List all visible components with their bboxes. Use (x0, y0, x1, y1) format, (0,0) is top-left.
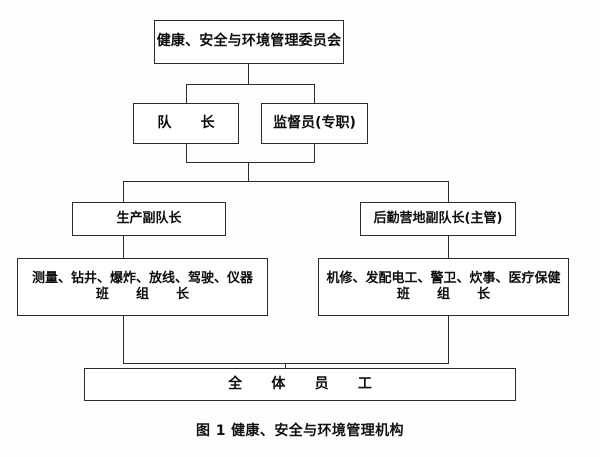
connector-bus-to-production-deputy (123, 181, 124, 203)
connector-logistics-deputy-to-teams (448, 236, 449, 259)
figure-caption: 图 1 健康、安全与环境管理机构 (196, 423, 404, 439)
node-logistics-camp-deputy-captain: 后勤营地副队长(主管) (360, 202, 516, 236)
node-all-staff-label: 全 体 员 工 (228, 375, 372, 392)
connector-merge-stem (248, 162, 249, 181)
connector-bottom-stem (285, 363, 286, 369)
node-supervisor-full-time: 监督员(专职) (261, 103, 368, 144)
connector-supervisor-down (314, 144, 315, 163)
connector-bus-to-logistics-deputy (448, 181, 449, 203)
node-support-team-leaders: 机修、发配电工、警卫、炊事、医疗保健 班 组 长 (318, 258, 569, 316)
node-support-teams-line2: 班 组 长 (396, 287, 491, 302)
connector-bottom-merge-bar (123, 363, 449, 364)
node-health-safety-environment-committee: 健康、安全与环境管理委员会 (154, 20, 344, 64)
node-production-deputy-captain: 生产副队长 (72, 202, 226, 236)
connector-bus-to-captain (186, 84, 187, 104)
connector-level2-merge-bar (186, 162, 315, 163)
connector-bus-to-supervisor (314, 84, 315, 104)
node-captain: 队 长 (133, 103, 239, 144)
node-logistics-deputy-label: 后勤营地副队长(主管) (373, 210, 503, 226)
connector-production-teams-down (123, 316, 124, 364)
connector-level3-bus (123, 181, 449, 182)
node-production-teams-line1: 测量、钻井、爆炸、放线、驾驶、仪器 (31, 270, 253, 286)
node-production-teams-line2: 班 组 长 (95, 287, 190, 302)
connector-committee-stem (248, 64, 249, 84)
node-captain-label: 队 长 (157, 114, 215, 131)
node-support-teams-line1: 机修、发配电工、警卫、炊事、医疗保健 (326, 270, 561, 286)
node-supervisor-label: 监督员(专职) (273, 114, 356, 131)
node-all-staff: 全 体 员 工 (84, 368, 516, 401)
connector-captain-down (186, 144, 187, 163)
connector-production-deputy-to-teams (123, 236, 124, 259)
node-production-deputy-label: 生产副队长 (116, 210, 182, 226)
connector-level2-bus (186, 84, 314, 85)
node-production-team-leaders: 测量、钻井、爆炸、放线、驾驶、仪器 班 组 长 (17, 258, 268, 316)
connector-support-teams-down (448, 316, 449, 364)
node-committee-label: 健康、安全与环境管理委员会 (156, 33, 342, 50)
